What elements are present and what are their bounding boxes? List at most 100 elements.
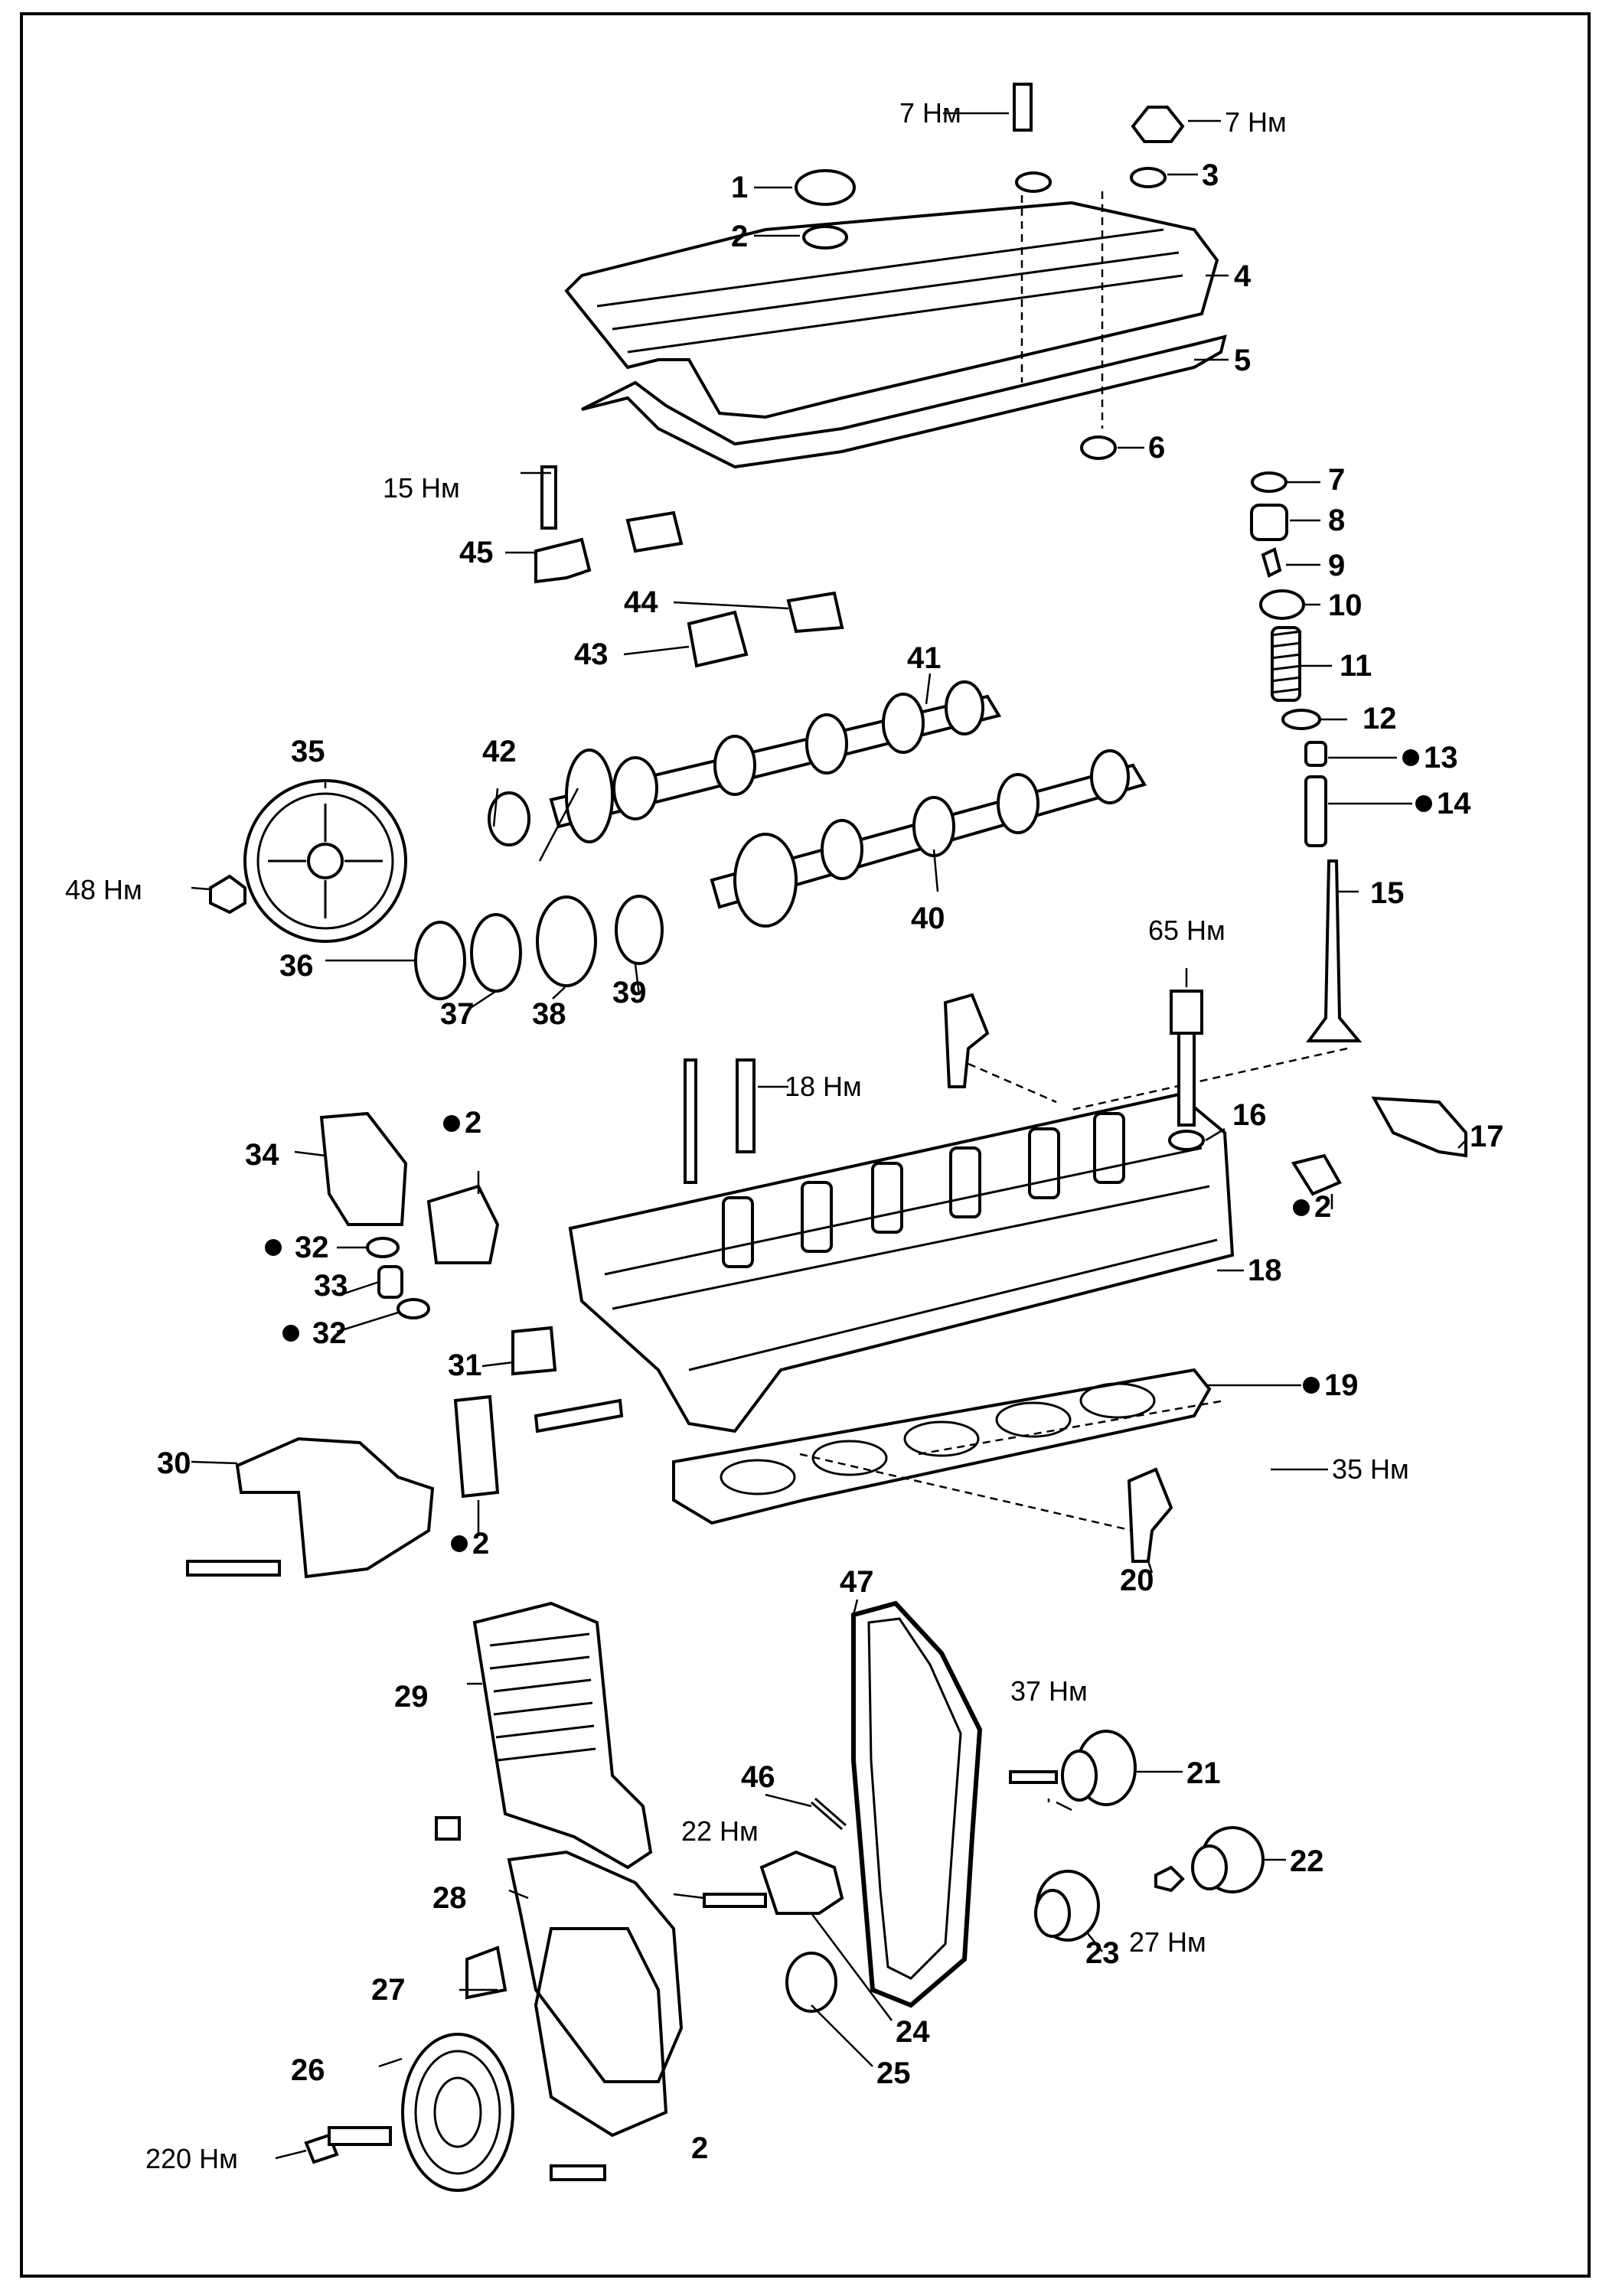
bracket-34 [319, 1111, 408, 1226]
part-label: 38 [532, 997, 566, 1031]
part-label: 40 [911, 902, 945, 935]
bearing-cap-43 [687, 610, 749, 668]
cover-nut [1131, 106, 1185, 143]
valve-cover-gasket [581, 334, 1227, 469]
part-label: 13 [1424, 741, 1458, 775]
cam-gear [565, 748, 614, 843]
pulley-nut [1154, 1865, 1185, 1893]
torque-label: 220 Нм [145, 2143, 238, 2174]
part-label: 6 [1148, 431, 1165, 465]
part-label: 2 [465, 1106, 481, 1140]
part-label: 37 [440, 997, 475, 1031]
torque-label: 27 Нм [1129, 1926, 1206, 1958]
retainer-10 [1259, 589, 1305, 620]
valve-train-group [1071, 471, 1363, 1111]
oil-filler-cap [795, 169, 856, 206]
valve-guide-14 [1304, 775, 1327, 847]
part-label: 30 [157, 1446, 191, 1480]
bearing-cap-44 [786, 591, 844, 634]
part-label: 32 [295, 1231, 329, 1264]
part-labels: 7 Нм 7 Нм 1 2 3 4 5 6 15 Нм 7 8 9 10 45 … [65, 97, 1504, 2174]
head-stud [684, 1058, 697, 1184]
torque-label: 18 Нм [785, 1071, 862, 1102]
part-label: 46 [741, 1760, 775, 1794]
part-label: 2 [731, 220, 748, 253]
part-label: 47 [840, 1565, 874, 1599]
part-label: 27 [371, 1973, 406, 2007]
part-label: 23 [1085, 1936, 1120, 1970]
tensioner-bolt [703, 1893, 767, 1908]
part-label: 2 [1314, 1190, 1331, 1224]
camshaft-group [209, 465, 1147, 1000]
timing-group [304, 1600, 1265, 2192]
plug-31 [511, 1326, 557, 1376]
torque-label: 15 Нм [383, 472, 460, 504]
gasket-right [1291, 1153, 1342, 1196]
part-label: 19 [1324, 1368, 1359, 1402]
timing-belt [851, 1600, 983, 2008]
left-parts-group [186, 1111, 557, 1579]
gasket-2-left [426, 1184, 500, 1264]
seal-25 [785, 1952, 837, 2013]
bullet-icon [451, 1535, 468, 1552]
bullet-icon [282, 1325, 299, 1342]
part-label: 2 [691, 2131, 708, 2165]
part-label: 17 [1470, 1120, 1504, 1153]
part-label: 24 [896, 2015, 930, 2049]
plug [1080, 435, 1117, 460]
cap-seal [802, 225, 848, 249]
part-label: 3 [1202, 158, 1219, 192]
diagram-frame [20, 12, 1591, 2278]
part-label: 22 [1290, 1844, 1324, 1878]
engine-hanger-lower [1127, 1467, 1173, 1563]
head-gasket [672, 1368, 1212, 1525]
torque-label: 37 Нм [1010, 1675, 1088, 1707]
bearing-cap-45 [534, 537, 592, 584]
part-label: 35 [291, 735, 325, 768]
bearing-cap [625, 510, 684, 553]
part-label: 21 [1186, 1756, 1221, 1790]
part-label: 29 [394, 1680, 429, 1714]
part-label: 28 [432, 1881, 467, 1915]
torque-label: 7 Нм [899, 97, 961, 129]
valve-15 [1306, 859, 1363, 1042]
part-label: 25 [876, 2056, 911, 2090]
torque-label: 48 Нм [65, 874, 142, 905]
part-label: 8 [1328, 504, 1345, 537]
part-label: 44 [624, 585, 658, 619]
part-label: 31 [448, 1349, 482, 1382]
part-label: 2 [472, 1527, 489, 1561]
inlet-bolt [186, 1560, 281, 1577]
pulley-plate-36 [414, 921, 466, 1000]
torque-label: 35 Нм [1332, 1453, 1409, 1485]
camshaft-pulley [243, 779, 407, 943]
head-stud-long [534, 1398, 624, 1433]
spark-plug [736, 1058, 756, 1153]
shim-7 [1251, 471, 1288, 493]
oil-seal-38 [536, 895, 597, 987]
valve-seal-13 [1304, 741, 1327, 767]
water-inlet-30 [235, 1437, 435, 1579]
part-label: 34 [245, 1138, 279, 1172]
o-ring-32a [366, 1237, 400, 1258]
timing-cover-lower [534, 1927, 668, 2138]
camshaft-seal [488, 791, 530, 846]
idler-bolt [1009, 1770, 1058, 1784]
head-bolt [1177, 1032, 1196, 1127]
part-label: 39 [612, 976, 647, 1009]
pulley-plate-37 [470, 913, 522, 993]
part-label: 15 [1370, 876, 1405, 910]
valve-spring [1270, 630, 1302, 694]
engine-hanger-upper [943, 993, 990, 1088]
pulley-bolt [209, 874, 246, 915]
cover-bolt [435, 1816, 461, 1841]
cover-bolt-lower [550, 2164, 606, 2181]
lifter-8 [1250, 504, 1288, 541]
part-label: 42 [482, 735, 517, 768]
torque-label: 7 Нм [1225, 106, 1287, 138]
leader-lines [191, 112, 1467, 2160]
part-label: 16 [1232, 1098, 1267, 1132]
part-label: 45 [459, 536, 494, 569]
o-ring-32b [397, 1298, 430, 1319]
bullet-icon [1402, 749, 1419, 766]
